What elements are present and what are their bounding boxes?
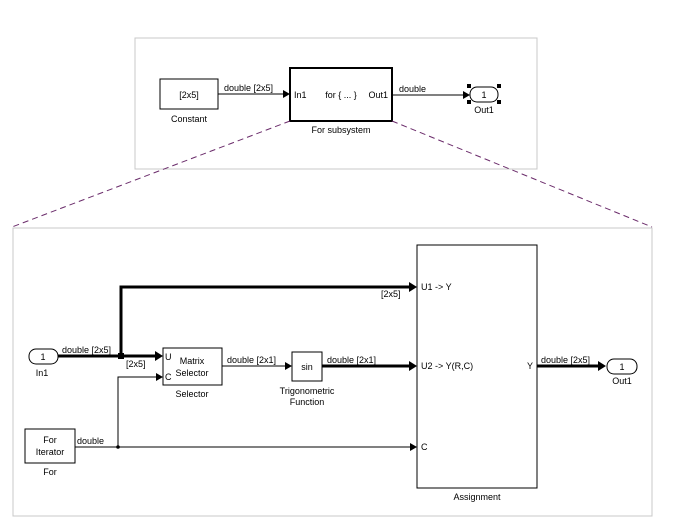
top-outport-number: 1 xyxy=(481,90,486,100)
signal-arrowhead xyxy=(283,90,290,98)
subsystem-label: For subsystem xyxy=(311,125,370,135)
sub-outport-label: Out1 xyxy=(612,376,632,386)
selector-body[interactable] xyxy=(162,347,223,386)
subsystem-contents-frame xyxy=(12,227,653,517)
sub-inport-number: 1 xyxy=(40,352,45,362)
selection-handle[interactable] xyxy=(497,84,501,88)
subsystem-body-text: for { ... } xyxy=(325,90,357,100)
selector-port-c: C xyxy=(165,372,172,382)
sub-outport-number: 1 xyxy=(619,362,624,372)
assignment-port-u2: U2 -> Y(R,C) xyxy=(421,361,473,371)
signal-branch-to-assignment-u1[interactable] xyxy=(119,285,410,356)
for-iterator-line2: Iterator xyxy=(36,447,65,457)
for-subsystem-block[interactable]: In1 for { ... } Out1 xyxy=(289,67,393,122)
assignment-body[interactable] xyxy=(416,244,538,489)
sub-outport-body[interactable] xyxy=(606,358,638,375)
signal-arrowhead xyxy=(463,91,470,99)
signal-arrowhead xyxy=(409,361,417,371)
trig-label-line2: Function xyxy=(290,397,325,407)
selection-handle[interactable] xyxy=(467,84,471,88)
signal-arrowhead xyxy=(409,282,417,292)
top-outport-body[interactable] xyxy=(469,86,499,103)
selection-handle[interactable] xyxy=(497,100,501,104)
signal-arrowhead xyxy=(410,443,417,451)
for-iterator-line1: For xyxy=(43,435,57,445)
sub-inport-block[interactable]: 1 xyxy=(28,348,59,365)
assignment-port-c: C xyxy=(421,442,428,452)
trig-label-line1: Trigonometric xyxy=(280,386,335,396)
trig-body[interactable] xyxy=(291,351,323,382)
selection-handle[interactable] xyxy=(467,100,471,104)
signal-arrowhead xyxy=(598,361,606,371)
constant-value: [2x5] xyxy=(179,90,199,100)
assignment-port-u1: U1 -> Y xyxy=(421,282,452,292)
signal-label-branch-to-assignment: [2x5] xyxy=(381,289,401,299)
sub-inport-label: In1 xyxy=(36,368,49,378)
top-outport-label: Out1 xyxy=(474,105,494,115)
signal-arrowhead xyxy=(285,362,292,370)
selector-block[interactable]: U C Matrix Selector xyxy=(162,347,223,386)
signal-arrowhead xyxy=(156,373,163,381)
assignment-port-y: Y xyxy=(527,361,533,371)
constant-block[interactable]: [2x5] xyxy=(159,78,219,110)
for-iterator-block[interactable]: For Iterator xyxy=(24,428,76,464)
selector-label: Selector xyxy=(175,389,208,399)
signal-label-selector-to-trig: double [2x1] xyxy=(227,355,276,365)
top-outport-block[interactable]: 1 xyxy=(467,84,501,104)
constant-block-body[interactable] xyxy=(159,78,219,110)
subsystem-port-out: Out1 xyxy=(368,90,388,100)
signal-label-assignment-to-out1: double [2x5] xyxy=(541,355,590,365)
zoom-line-right xyxy=(391,120,653,228)
for-iterator-label: For xyxy=(43,467,57,477)
selector-text-line1: Matrix xyxy=(180,356,205,366)
signal-label-in1: double [2x5] xyxy=(62,345,111,355)
for-subsystem-body[interactable] xyxy=(289,67,393,122)
assignment-block[interactable]: U1 -> Y U2 -> Y(R,C) C Y xyxy=(416,244,538,489)
trig-body-text: sin xyxy=(301,362,313,372)
signal-label-trig-to-assignment: double [2x1] xyxy=(327,355,376,365)
signal-label-for: double xyxy=(77,436,104,446)
signal-label-branch-to-selector: [2x5] xyxy=(126,359,146,369)
subsystem-port-in: In1 xyxy=(294,90,307,100)
selector-port-u: U xyxy=(165,352,172,362)
selector-text-line2: Selector xyxy=(175,368,208,378)
sub-outport-block[interactable]: 1 xyxy=(606,358,638,375)
trig-function-block[interactable]: sin xyxy=(291,351,323,382)
for-iterator-body[interactable] xyxy=(24,428,76,464)
signal-arrowhead xyxy=(155,351,163,361)
signal-for-to-selector-c[interactable] xyxy=(117,376,157,447)
assignment-label: Assignment xyxy=(453,492,501,502)
signal-label-subsystem-to-out1: double xyxy=(399,84,426,94)
signal-label-constant-to-subsystem: double [2x5] xyxy=(224,83,273,93)
constant-label: Constant xyxy=(171,114,208,124)
